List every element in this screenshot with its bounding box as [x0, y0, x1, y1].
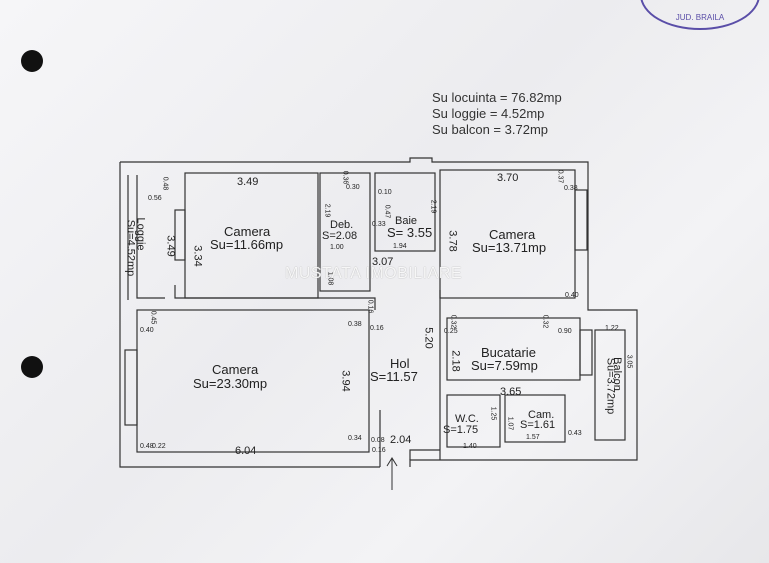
dim-label: 0.37 [556, 169, 564, 184]
punch-hole [21, 50, 43, 72]
room-camera1-area: Su=11.66mp [210, 237, 284, 252]
dim-label: 3.78 [446, 230, 459, 252]
room-camera3-area: Su=23.30mp [193, 376, 268, 391]
dim-label: 2.19 [429, 199, 437, 214]
room-bucatarie-name: Bucatarie [481, 345, 536, 360]
dim-label: 0.90 [558, 328, 572, 335]
dim-label: 0.40 [140, 327, 154, 334]
dim-label: 0.48 [161, 176, 169, 191]
dim-label: 0.40 [565, 292, 579, 299]
room-baie-area: S= 3.55 [387, 225, 433, 240]
room-deb-area: S=2.08 [322, 230, 358, 242]
dim-label: 1.94 [393, 243, 407, 250]
room-cam-name: Cam. [528, 409, 555, 421]
dim-label: 0.32 [449, 314, 457, 329]
dim-label: 3.05 [625, 354, 633, 369]
entrance-arrow [386, 457, 398, 490]
stamp-text: JUD. BRAILA [675, 13, 725, 22]
dim-label: 1.25 [489, 406, 497, 421]
dim-label: 2.19 [323, 203, 331, 218]
summary-locuinta: Su locuinta = 76.82mp [432, 90, 562, 105]
dim-label: 0.25 [444, 328, 458, 335]
summary-balcon: Su balcon = 3.72mp [432, 122, 548, 137]
dim-label: 3.49 [164, 235, 177, 257]
dim-label: 0.38 [564, 185, 578, 192]
dim-label: 1.57 [526, 434, 540, 441]
dim-label: 3.34 [191, 245, 204, 267]
dim-label: 0.47 [383, 204, 391, 219]
dim-label: 0.36 [341, 170, 349, 185]
room-loggie-area: Su=4.52mp [124, 219, 137, 277]
dim-label: 6.04 [235, 445, 257, 457]
dim-label: 3.70 [497, 172, 519, 184]
room-deb-name: Deb. [330, 219, 354, 231]
area-summary: Su locuinta = 76.82mp Su loggie = 4.52mp… [432, 90, 562, 138]
room-camera2-name: Camera [489, 227, 536, 242]
dim-label: 0.10 [378, 189, 392, 196]
room-wc-area: S=1.75 [443, 424, 479, 436]
room-camera1-name: Camera [224, 224, 271, 239]
dim-label: 0.08 [371, 437, 385, 444]
walls [119, 157, 638, 468]
room-hol-name: Hol [390, 356, 410, 371]
dim-label: 0.45 [149, 310, 157, 325]
room-hol-area: S=11.57 [370, 369, 418, 384]
dim-label: 2.04 [390, 434, 412, 446]
dim-label: 0.32 [541, 314, 549, 329]
room-balcon-area: Su=3.72mp [604, 357, 617, 415]
dim-label: 0.16 [372, 447, 386, 454]
dim-label: 0.48 [140, 443, 154, 450]
dim-label: 1.07 [506, 416, 514, 431]
room-cam-area: S=1.61 [520, 419, 556, 431]
room-camera2-area: Su=13.71mp [472, 240, 547, 255]
dim-label: 0.22 [152, 443, 166, 450]
dim-label: 3.94 [339, 370, 352, 392]
dim-label: 0.43 [568, 430, 582, 437]
dim-label: 1.00 [330, 244, 344, 251]
dim-label: 0.56 [148, 195, 162, 202]
dim-label: 2.18 [449, 350, 462, 372]
dim-label: 1.40 [463, 443, 477, 450]
dim-label: 1.22 [605, 325, 619, 332]
dim-label: 3.49 [237, 176, 259, 188]
dim-label: 0.30 [346, 184, 360, 191]
dim-label: 0.33 [372, 221, 386, 228]
dim-label: 3.65 [500, 386, 522, 398]
watermark: MUSTATA IMOBILIARE [285, 265, 463, 282]
room-baie-name: Baie [395, 215, 418, 227]
room-wc-name: W.C. [455, 413, 479, 425]
room-loggie-name: Loggie [134, 217, 147, 251]
punch-hole [21, 356, 43, 378]
dim-label: 5.20 [422, 327, 435, 349]
dim-label: 3.07 [372, 256, 394, 268]
dim-label: 0.16 [366, 299, 374, 314]
room-camera3-name: Camera [212, 362, 259, 377]
dim-label: 0.38 [348, 321, 362, 328]
room-bucatarie-area: Su=7.59mp [471, 358, 538, 373]
dim-label: 0.34 [348, 435, 362, 442]
dim-label: 0.16 [370, 325, 384, 332]
summary-loggie: Su loggie = 4.52mp [432, 106, 545, 121]
